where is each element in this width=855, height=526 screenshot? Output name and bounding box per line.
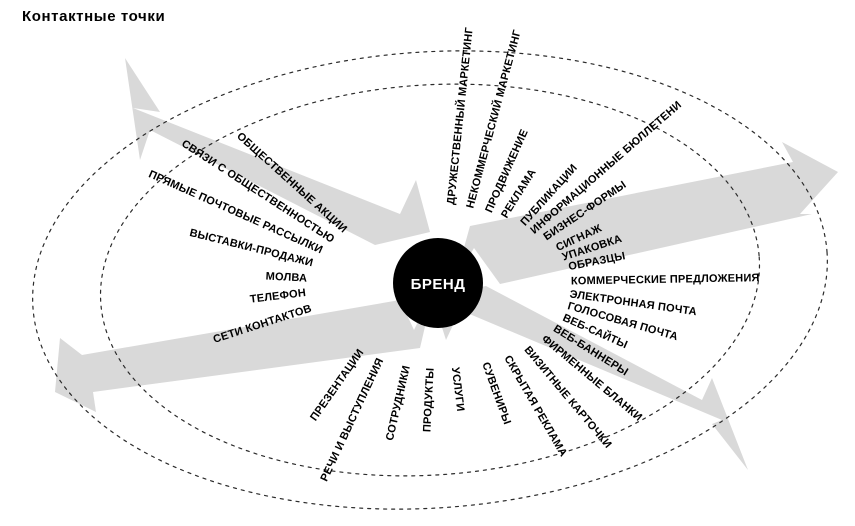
orbit-group bbox=[32, 50, 828, 510]
touchpoint-label: КОММЕРЧЕСКИЕ ПРЕДЛОЖЕНИЯ bbox=[571, 272, 760, 287]
arrow-upper-right bbox=[455, 142, 838, 284]
inner-orbit bbox=[99, 83, 761, 477]
outer-orbit bbox=[32, 50, 828, 510]
brand-hub-circle bbox=[393, 238, 483, 328]
arrow-lower-left bbox=[55, 288, 434, 412]
brand-hub-label: БРЕНД bbox=[411, 276, 466, 293]
touchpoint-label: РЕЧИ И ВЫСТУПЛЕНИЯ bbox=[319, 356, 387, 483]
touchpoint-label: УСЛУГИ bbox=[449, 367, 466, 413]
page-title: Контактные точки bbox=[22, 8, 166, 25]
touchpoint-label: ПРОДУКТЫ bbox=[421, 367, 436, 432]
touchpoint-label: СКРЫТАЯ РЕКЛАМА bbox=[501, 354, 569, 459]
touchpoint-label: СОТРУДНИКИ bbox=[384, 364, 413, 441]
touchpoint-label: МОЛВА bbox=[265, 270, 307, 284]
touchpoint-label: ТЕЛЕФОН bbox=[249, 287, 306, 306]
arrow-upper-left bbox=[125, 58, 430, 245]
brand-hub: БРЕНД bbox=[393, 238, 483, 328]
